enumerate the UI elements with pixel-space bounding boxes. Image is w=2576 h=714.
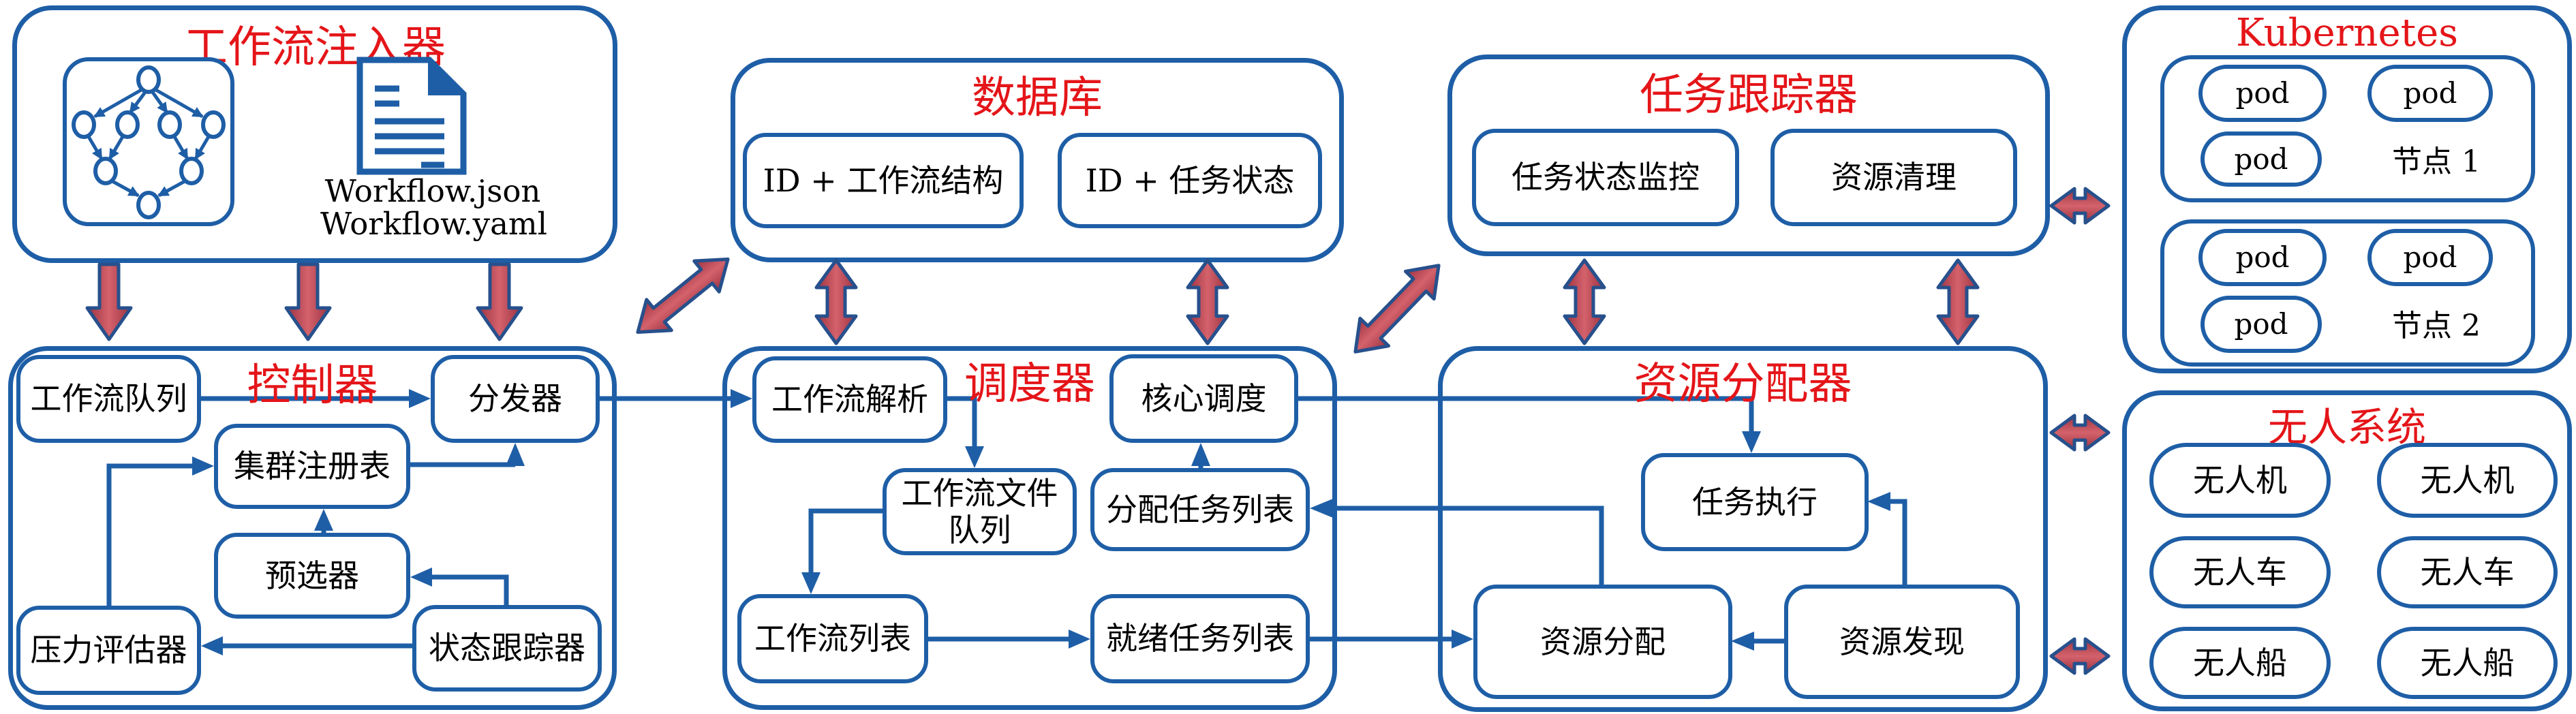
arrow-allocator-unmanned-1 (2049, 414, 2111, 452)
arrowhead (192, 456, 214, 476)
k8s-node-1-label: 节点 1 (2392, 144, 2481, 179)
status-tracker-node: 状态跟踪器 (412, 605, 602, 692)
arrowhead (801, 572, 821, 594)
assigned-task-list-node: 分配任务列表 (1090, 468, 1310, 551)
arrowhead (410, 568, 432, 587)
arrow-injector-to-controller-3 (476, 262, 523, 341)
arrowhead (201, 636, 223, 655)
arrowhead (731, 389, 752, 408)
resource-cleanup-node: 资源清理 (1770, 129, 2017, 226)
k8s-node-2-label: 节点 2 (2392, 309, 2481, 343)
preselector-node: 预选器 (214, 533, 410, 619)
scheduler-title: 调度器 (964, 359, 1095, 409)
workflow-file-queue-node: 工作流文件队列 (883, 468, 1077, 555)
arrow-injector-to-controller-1 (85, 262, 133, 341)
edge-file-queue-to-workflow-list (808, 508, 883, 572)
arrow-task-tracker-allocator-1 (1563, 258, 1606, 345)
edge-pressure-evaluator-to-cluster-registry (106, 463, 192, 606)
pod: pod (2198, 229, 2327, 286)
pod: pod (2201, 296, 2322, 353)
arrow-scheduler-task-tracker (1353, 264, 1441, 354)
arrowhead (1191, 443, 1210, 466)
arrowhead (1867, 492, 1890, 511)
arrowhead (409, 389, 431, 408)
pod: pod (2367, 229, 2493, 286)
arrow-database-scheduler-2 (1186, 258, 1229, 345)
unmanned-unit-usv-1: 无人船 (2149, 627, 2331, 699)
workflow-yaml-label: Workflow.yaml (320, 206, 547, 242)
edge-status-tracker-to-preselector (432, 574, 509, 605)
arrow-task-tracker-kubernetes (2049, 187, 2111, 225)
core-scheduling-node: 核心调度 (1109, 354, 1298, 443)
arrowhead (1742, 431, 1761, 453)
database-title: 数据库 (972, 73, 1103, 123)
pressure-evaluator-node: 压力评估器 (16, 606, 201, 695)
edge-workflow-parse-to-file-queue (947, 396, 977, 446)
unmanned-unit-ugv-1: 无人车 (2149, 536, 2331, 608)
pod: pod (2198, 65, 2327, 122)
unmanned-unit-ugv-2: 无人车 (2377, 536, 2558, 608)
unmanned-unit-uav-1: 无人机 (2149, 443, 2331, 518)
workflow-queue-node: 工作流队列 (16, 355, 201, 443)
arrow-task-tracker-allocator-2 (1936, 258, 1980, 345)
arrowhead (1069, 630, 1090, 649)
pod: pod (2201, 131, 2322, 187)
dispatcher-node: 分发器 (431, 355, 600, 443)
unmanned-system-title: 无人系统 (2267, 404, 2426, 450)
workflow-parse-node: 工作流解析 (752, 356, 947, 443)
dag-icon-frame (63, 57, 234, 226)
task-execution-node: 任务执行 (1641, 453, 1869, 551)
resource-allocator-title: 资源分配器 (1634, 359, 1852, 409)
arrowhead (314, 509, 333, 531)
task-status-monitor-node: 任务状态监控 (1472, 129, 1739, 226)
arrowhead (1310, 499, 1333, 518)
unmanned-unit-uav-2: 无人机 (2377, 443, 2558, 518)
arrow-controller-database (636, 258, 730, 334)
dag-graph-icon (72, 65, 226, 219)
arrow-database-scheduler-1 (814, 258, 858, 345)
edge-core-scheduling-to-task-execution (1298, 396, 1754, 431)
workflow-list-node: 工作流列表 (737, 594, 928, 683)
edge-resource-discovery-to-task-execution (1890, 499, 1907, 585)
ready-task-list-node: 就绪任务列表 (1090, 594, 1310, 683)
arrow-allocator-unmanned-2 (2049, 637, 2111, 675)
arrowhead (965, 446, 984, 468)
arrowhead (1731, 632, 1754, 651)
arrowhead (506, 443, 525, 466)
arrowhead (1452, 630, 1473, 649)
db-item-task-status: ID + 任务状态 (1058, 133, 1322, 228)
cluster-registry-node: 集群注册表 (214, 424, 410, 509)
pod: pod (2367, 65, 2493, 122)
workflow-json-label: Workflow.json (324, 173, 541, 209)
db-item-workflow-structure: ID + 工作流结构 (743, 133, 1024, 228)
resource-discovery-node: 资源发现 (1784, 585, 2020, 699)
unmanned-unit-usv-2: 无人船 (2377, 627, 2558, 699)
arrow-injector-to-controller-2 (284, 262, 332, 341)
document-icon (353, 56, 470, 176)
edge-resource-allocation-to-assigned-task-list (1333, 506, 1604, 585)
resource-allocation-node: 资源分配 (1473, 585, 1732, 699)
kubernetes-title: Kubernetes (2235, 11, 2459, 55)
task-tracker-title: 任务跟踪器 (1640, 70, 1858, 121)
controller-title: 控制器 (247, 360, 378, 411)
